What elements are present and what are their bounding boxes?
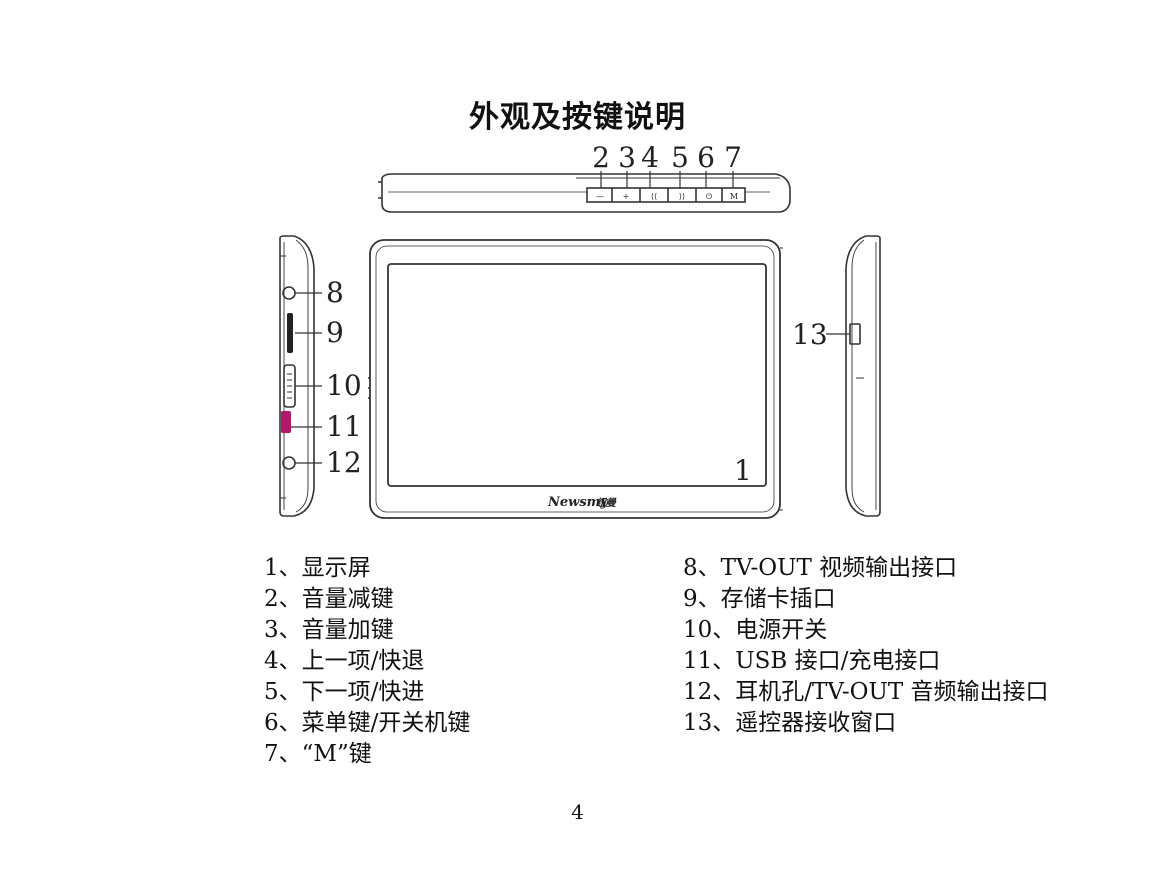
- device-left-side-view: [279, 235, 315, 517]
- callout-11: 11: [326, 410, 362, 443]
- legend-left-column: 1、显示屏 2、音量减键 3、音量加键 4、上一项/快退 5、下一项/快进 6、…: [264, 553, 470, 770]
- device-right-side-view: [845, 235, 881, 517]
- legend-item: 12、耳机孔/TV-OUT 音频输出接口: [683, 679, 1049, 705]
- usb-port: [281, 411, 291, 433]
- callout-12: 12: [326, 446, 362, 479]
- page-title: 外观及按键说明: [469, 100, 686, 135]
- btn-mark-vol-up: +: [623, 192, 630, 201]
- legend-item: 8、TV-OUT 视频输出接口: [683, 555, 958, 581]
- btn-mark-m: M: [730, 192, 738, 201]
- btn-mark-power: ⏻: [706, 192, 713, 201]
- legend-item: 13、遥控器接收窗口: [683, 710, 897, 736]
- brand-logo-cn: 纽曼: [596, 497, 617, 509]
- callout-10: 10: [326, 369, 362, 402]
- callout-4: 4: [641, 141, 659, 174]
- callout-13: 13: [792, 318, 828, 351]
- btn-mark-vol-down: —: [596, 192, 604, 201]
- legend-item: 10、电源开关: [683, 617, 828, 643]
- callout-6: 6: [697, 141, 715, 174]
- legend-item: 11、USB 接口/充电接口: [683, 648, 941, 674]
- page-number: 4: [571, 800, 584, 824]
- legend-item: 3、音量加键: [264, 617, 394, 643]
- legend-item: 7、“M”键: [264, 741, 372, 767]
- device-front-view: [368, 239, 783, 519]
- legend-item: 1、显示屏: [264, 555, 371, 581]
- legend-item: 2、音量减键: [264, 586, 394, 612]
- callout-9: 9: [326, 316, 344, 349]
- callout-8: 8: [326, 276, 344, 309]
- legend-item: 5、下一项/快进: [264, 679, 425, 705]
- legend-item: 4、上一项/快退: [264, 648, 425, 674]
- callout-5: 5: [671, 141, 689, 174]
- brand-logo: Newsmy: [547, 495, 609, 510]
- legend-item: 6、菜单键/开关机键: [264, 710, 471, 736]
- callout-2: 2: [592, 141, 610, 174]
- callout-3: 3: [618, 141, 636, 174]
- callout-7: 7: [724, 141, 742, 174]
- btn-mark-prev: ⟨⟨: [651, 192, 657, 201]
- legend-item: 9、存储卡插口: [683, 586, 836, 612]
- legend-right-column: 8、TV-OUT 视频输出接口 9、存储卡插口 10、电源开关 11、USB 接…: [683, 553, 1049, 739]
- device-diagram: — + ⟨⟨ ⟩⟩ ⏻ M 2 3 4 5 6 7: [260, 138, 900, 528]
- screen-callout: 1: [734, 454, 752, 487]
- btn-mark-next: ⟩⟩: [679, 192, 685, 201]
- device-top-view: [378, 173, 791, 213]
